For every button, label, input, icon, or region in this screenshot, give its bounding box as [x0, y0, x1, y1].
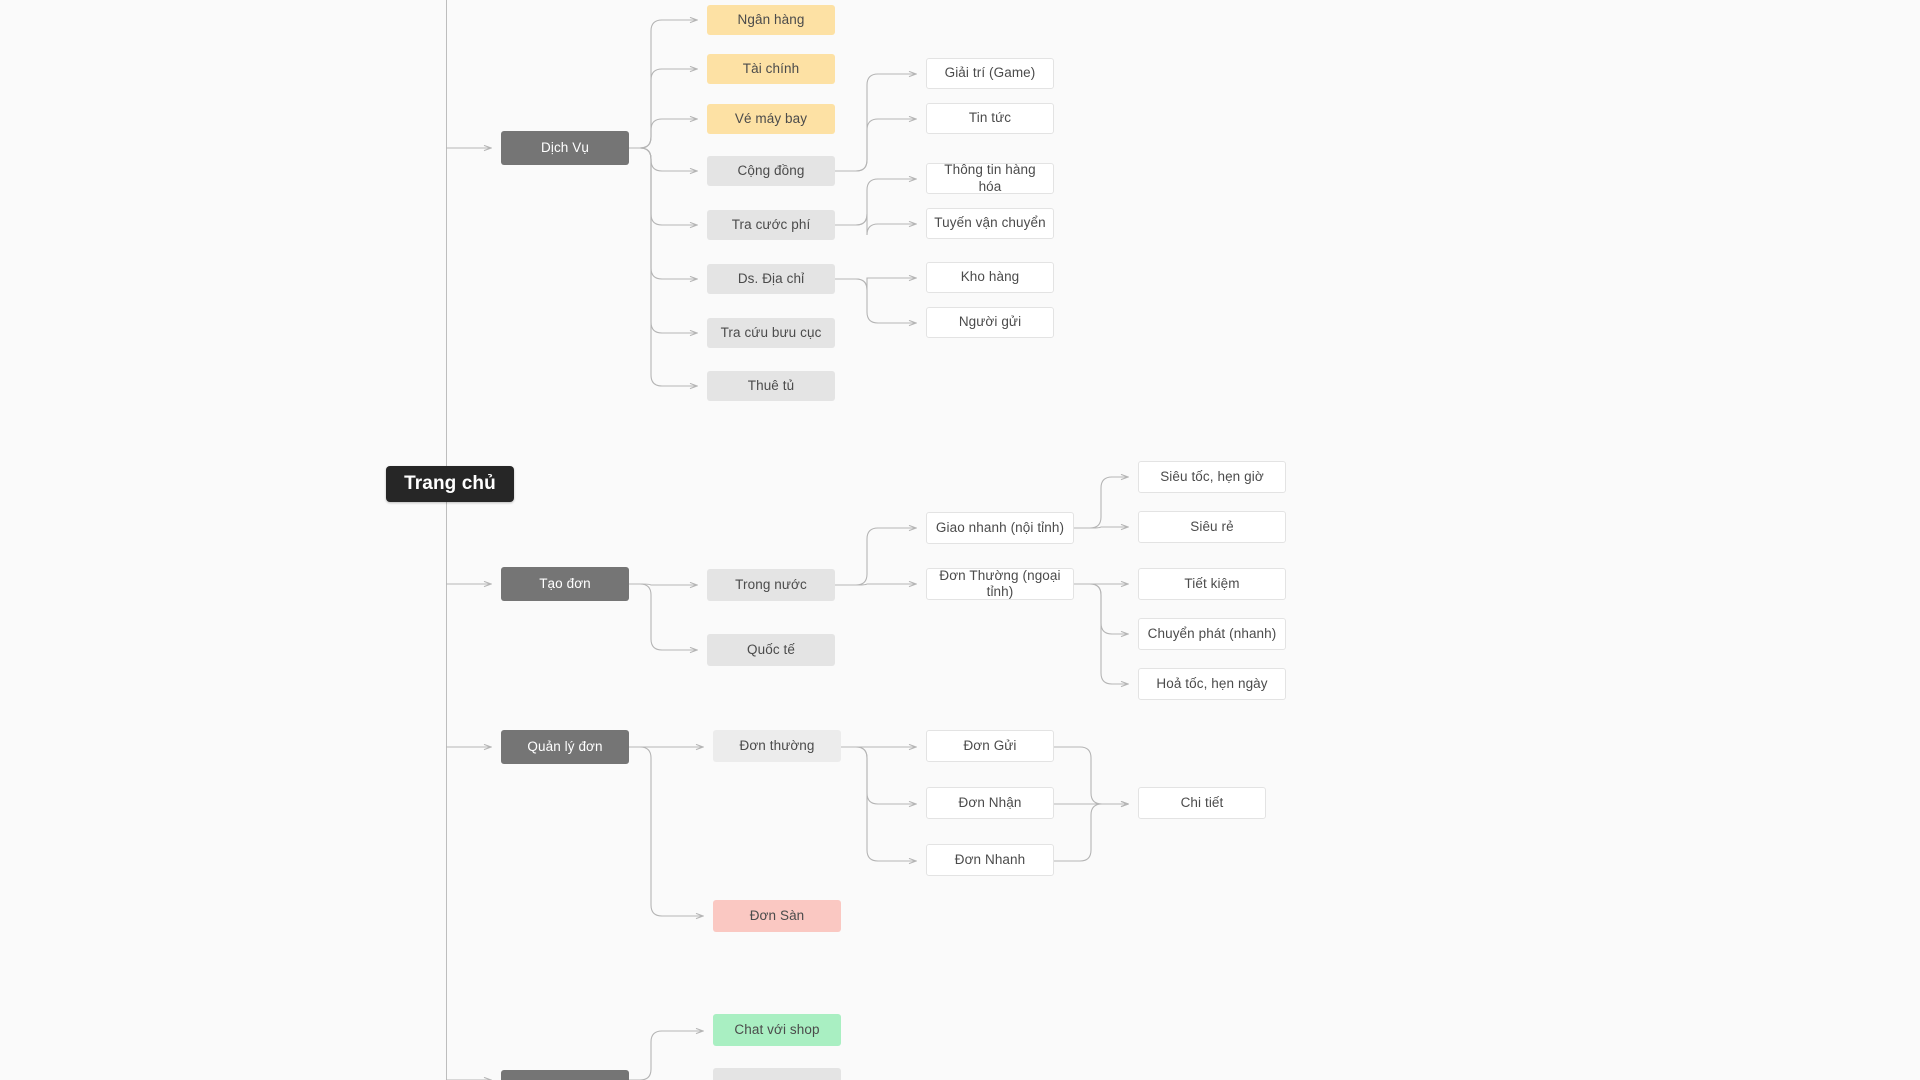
node-thong-tin-hang-hoa[interactable]: Thông tin hàng hóa [926, 162, 1054, 194]
node-don-nhan[interactable]: Đơn Nhận [926, 787, 1054, 819]
node-tra-cuoc-phi[interactable]: Tra cước phí [707, 210, 835, 240]
node-chat-branch[interactable] [501, 1070, 629, 1080]
node-ve-may-bay[interactable]: Vé máy bay [707, 104, 835, 134]
node-chuyen-phat-nhanh[interactable]: Chuyển phát (nhanh) [1138, 618, 1286, 650]
trunk-line [446, 0, 447, 1080]
node-kho-hang[interactable]: Kho hàng [926, 262, 1054, 293]
node-label: Tin tức [968, 110, 1012, 126]
node-label: Đơn Thường (ngoại tỉnh) [939, 567, 1061, 599]
node-label: Chat với shop [734, 1021, 820, 1037]
node-tiet-kiem[interactable]: Tiết kiệm [1138, 568, 1286, 600]
node-label: Trong nước [735, 576, 807, 592]
node-ds-dia-chi[interactable]: Ds. Địa chỉ [707, 264, 835, 294]
node-chi-tiet[interactable]: Chi tiết [1138, 787, 1266, 819]
node-label: Người gửi [958, 314, 1022, 330]
node-label: Ngân hàng [737, 11, 805, 27]
node-label: Quản lý đơn [527, 738, 603, 754]
node-quoc-te[interactable]: Quốc tế [707, 634, 835, 666]
node-tai-chinh[interactable]: Tài chính [707, 54, 835, 84]
node-label: Giao nhanh (nội tỉnh) [935, 519, 1065, 535]
node-label: Quốc tế [747, 641, 795, 657]
node-label: Ds. Địa chỉ [737, 270, 805, 286]
node-label: Tiết kiệm [1184, 575, 1240, 591]
node-don-san[interactable]: Đơn Sàn [713, 900, 841, 932]
node-label: Hoả tốc, hẹn ngày [1156, 675, 1268, 691]
node-hoa-toc-hen-ngay[interactable]: Hoả tốc, hẹn ngày [1138, 668, 1286, 700]
node-cong-dong[interactable]: Cộng đồng [707, 156, 835, 186]
node-don-thuong-ngoai-tinh[interactable]: Đơn Thường (ngoại tỉnh) [926, 568, 1074, 600]
node-label: Tra cước phí [731, 216, 811, 232]
node-tra-cuu-buu-cuc[interactable]: Tra cứu bưu cục [707, 318, 835, 348]
node-label: Giải trí (Game) [944, 65, 1036, 81]
node-trong-nuoc[interactable]: Trong nước [707, 569, 835, 601]
node-thue-tu[interactable]: Thuê tủ [707, 371, 835, 401]
node-label: Kho hàng [960, 269, 1020, 285]
node-don-gui[interactable]: Đơn Gửi [926, 730, 1054, 762]
node-label: Vé máy bay [734, 110, 808, 126]
node-tuyen-van-chuyen[interactable]: Tuyến vận chuyển [926, 208, 1054, 239]
node-tao-don[interactable]: Tạo đơn [501, 567, 629, 601]
node-label: Chi tiết [1180, 794, 1224, 810]
node-ngan-hang[interactable]: Ngân hàng [707, 5, 835, 35]
node-label: Siêu tốc, hẹn giờ [1160, 468, 1264, 484]
node-nguoi-gui[interactable]: Người gửi [926, 307, 1054, 338]
node-don-thuong[interactable]: Đơn thường [713, 730, 841, 762]
node-label: Đơn thường [739, 737, 815, 753]
node-label: Đơn Nhanh [954, 851, 1026, 867]
node-label: Tạo đơn [539, 575, 591, 591]
node-dich-vu[interactable]: Dịch Vụ [501, 131, 629, 165]
node-label: Chuyển phát (nhanh) [1147, 625, 1277, 641]
node-label: Thuê tủ [747, 377, 795, 393]
node-giao-nhanh-noi-tinh[interactable]: Giao nhanh (nội tỉnh) [926, 512, 1074, 544]
node-quan-ly-don[interactable]: Quản lý đơn [501, 730, 629, 764]
node-chat-voi-shop[interactable]: Chat với shop [713, 1014, 841, 1046]
node-label: Đơn Nhận [958, 794, 1022, 810]
node-label: Đơn Gửi [963, 737, 1017, 753]
node-label: Tuyến vận chuyển [934, 215, 1046, 231]
node-don-nhanh[interactable]: Đơn Nhanh [926, 844, 1054, 876]
node-label: Siêu rẻ [1190, 518, 1234, 534]
node-label: Tài chính [742, 60, 800, 76]
node-label: Tra cứu bưu cục [720, 324, 822, 340]
node-label: Đơn Sàn [749, 907, 805, 923]
node-label: Thông tin hàng hóa [944, 162, 1036, 194]
node-label: Dịch Vụ [541, 139, 589, 155]
node-bottom-cut[interactable] [713, 1068, 841, 1080]
node-label: Trang chủ [404, 472, 496, 494]
node-giai-tri-game[interactable]: Giải trí (Game) [926, 58, 1054, 89]
node-sieu-re[interactable]: Siêu rẻ [1138, 511, 1286, 543]
node-sieu-toc-hen-gio[interactable]: Siêu tốc, hẹn giờ [1138, 461, 1286, 493]
node-label: Cộng đồng [737, 162, 805, 178]
node-tin-tuc[interactable]: Tin tức [926, 103, 1054, 134]
root-node-trang-chu[interactable]: Trang chủ [386, 466, 514, 502]
